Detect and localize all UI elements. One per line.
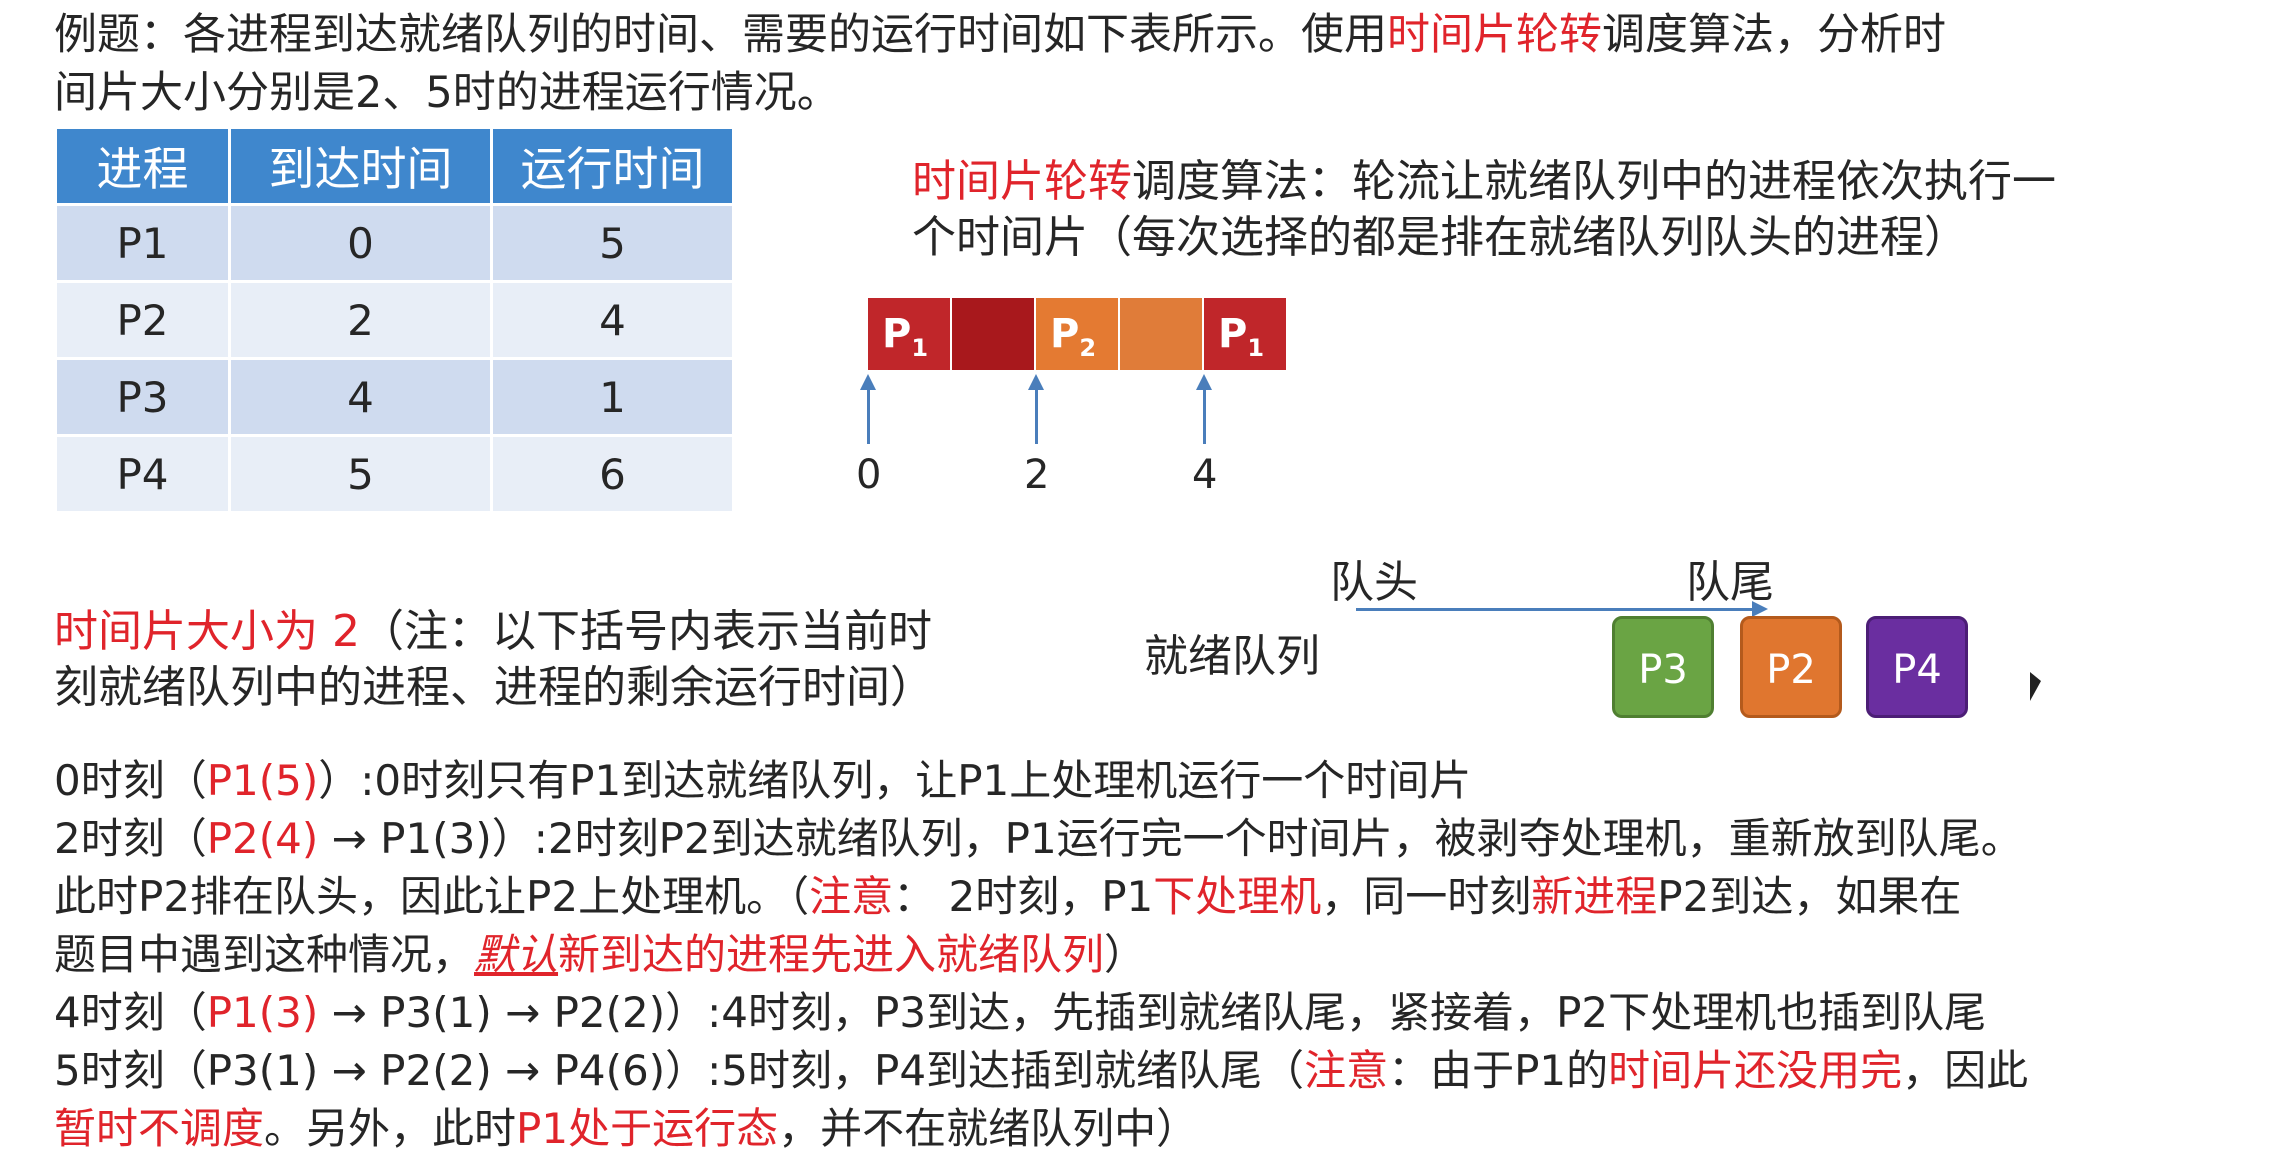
step-text: → P3(1) → P2(2)）:4时刻，P3到达，先插到就绪队尾，紧接着，P2… xyxy=(318,988,1987,1037)
queue-tail-label: 队尾 xyxy=(1686,557,1774,608)
gantt-segment: P1 xyxy=(1204,298,1288,370)
gantt-segment-subscript: 1 xyxy=(1247,334,1265,362)
cell-process: P1 xyxy=(54,203,231,283)
time-tick-label: 4 xyxy=(1192,452,1218,498)
intro-highlight: 时间片轮转 xyxy=(1387,10,1602,60)
step-note-red: 新进程 xyxy=(1531,872,1658,921)
time-arrow-icon xyxy=(1196,374,1212,444)
step-text: → P1(3)）:2时刻P2到达就绪队列，P1运行完一个时间片，被剥夺处理机，重… xyxy=(318,814,2023,863)
gantt-segment xyxy=(952,298,1036,370)
slice-note-line-2: 刻就绪队列中的进程、进程的剩余运行时间） xyxy=(54,662,934,713)
algorithm-description-line-1: 时间片轮转调度算法：轮流让就绪队列中的进程依次执行一 xyxy=(912,154,2056,210)
gantt-segment: P1 xyxy=(868,298,952,370)
gantt-segment-subscript: 1 xyxy=(911,334,929,362)
cell-runtime: 4 xyxy=(490,280,735,360)
gantt-segment-label: P xyxy=(882,311,912,357)
queue-item-p4: P4 xyxy=(1866,616,1968,718)
step-text: 题目中遇到这种情况， xyxy=(54,930,475,979)
step-time-2: 2时刻（P2(4) → P1(3)）:2时刻P2到达就绪队列，P1运行完一个时间… xyxy=(54,810,2023,868)
time-arrow-icon xyxy=(1028,374,1044,444)
table-row: P3 4 1 xyxy=(54,357,735,437)
step-time-4: 4时刻（P1(3) → P3(1) → P2(2)）:4时刻，P3到达，先插到就… xyxy=(54,984,1986,1042)
gantt-segment-subscript: 2 xyxy=(1079,334,1097,362)
note-text: （注：以下括号内表示当前时 xyxy=(359,606,932,657)
step-text: 。另外，此时 xyxy=(264,1104,517,1153)
time-tick-label: 0 xyxy=(856,452,882,498)
gantt-segment: P2 xyxy=(1036,298,1120,370)
queue-head-label: 队头 xyxy=(1330,557,1418,608)
step-time-2-cont: 此时P2排在队头，因此让P2上处理机。（注意： 2时刻，P1下处理机，同一时刻新… xyxy=(54,868,1961,926)
cell-runtime: 6 xyxy=(490,434,735,514)
step-text: P2到达，如果在 xyxy=(1657,872,1962,921)
step-note-red: 注意 xyxy=(809,872,894,921)
step-time-0: 0时刻（P1(5)）:0时刻只有P1到达就绪队列，让P1上处理机运行一个时间片 xyxy=(54,752,1471,810)
cell-process: P4 xyxy=(54,434,231,514)
description-text: 调度算法：轮流让就绪队列中的进程依次执行一 xyxy=(1132,156,2056,207)
queue-item-label: P4 xyxy=(1892,647,1942,693)
step-note-red: 默认 xyxy=(474,930,559,979)
cell-runtime: 1 xyxy=(490,357,735,437)
step-text: 此时P2排在队头，因此让P2上处理机。（ xyxy=(54,872,810,921)
step-note-red: 新到达的进程先进入就绪队列 xyxy=(558,930,1105,979)
cell-arrival: 0 xyxy=(228,203,493,283)
step-queue-red: P1(3) xyxy=(206,988,319,1037)
cell-runtime: 5 xyxy=(490,203,735,283)
step-time-2-rule: 题目中遇到这种情况，默认新到达的进程先进入就绪队列） xyxy=(54,926,1146,984)
step-text: ）:0时刻只有P1到达就绪队列，让P1上处理机运行一个时间片 xyxy=(318,756,1472,805)
table-header-row: 进程 到达时间 运行时间 xyxy=(54,126,735,206)
step-text: 2时刻（ xyxy=(54,814,207,863)
time-tick-label: 2 xyxy=(1024,452,1050,498)
algorithm-name: 时间片轮转 xyxy=(912,156,1132,207)
header-process: 进程 xyxy=(54,126,231,206)
step-text: ，同一时刻 xyxy=(1321,872,1532,921)
cell-arrival: 5 xyxy=(228,434,493,514)
step-text: 0时刻（ xyxy=(54,756,207,805)
cell-arrival: 2 xyxy=(228,280,493,360)
queue-direction-arrow xyxy=(1356,601,1768,617)
cell-arrival: 4 xyxy=(228,357,493,437)
gantt-segment xyxy=(1120,298,1204,370)
gantt-segment-label: P xyxy=(1050,311,1080,357)
step-text: ，因此 xyxy=(1902,1046,2029,1095)
step-text: ：由于P1的 xyxy=(1388,1046,1609,1095)
step-text: ） xyxy=(1104,930,1147,979)
mouse-cursor-icon xyxy=(2030,672,2041,701)
ready-queue-label: 就绪队列 xyxy=(1144,631,1320,682)
step-note-red: 时间片还没用完 xyxy=(1608,1046,1903,1095)
time-arrow-icon xyxy=(860,374,876,444)
intro-line-2: 间片大小分别是2、5时的进程运行情况。 xyxy=(54,68,840,118)
table-row: P1 0 5 xyxy=(54,203,735,283)
step-text: 5时刻（P3(1) → P2(2) → P4(6)）:5时刻，P4到达插到就绪队… xyxy=(54,1046,1305,1095)
table-row: P2 2 4 xyxy=(54,280,735,360)
cell-process: P2 xyxy=(54,280,231,360)
slice-size: 时间片大小为 2 xyxy=(54,606,360,657)
step-text: ： 2时刻，P1 xyxy=(893,872,1154,921)
algorithm-description-line-2: 个时间片（每次选择的都是排在就绪队列队头的进程） xyxy=(912,212,1968,263)
slice-note-line-1: 时间片大小为 2（注：以下括号内表示当前时 xyxy=(54,604,932,660)
queue-item-p2: P2 xyxy=(1740,616,1842,718)
step-time-5-cont: 暂时不调度。另外，此时P1处于运行态，并不在就绪队列中） xyxy=(54,1100,1198,1158)
process-table: 进程 到达时间 运行时间 P1 0 5 P2 2 4 P3 4 1 P4 5 6 xyxy=(54,126,735,514)
queue-item-label: P2 xyxy=(1766,647,1816,693)
cell-process: P3 xyxy=(54,357,231,437)
queue-item-p3: P3 xyxy=(1612,616,1714,718)
step-note-red: 注意 xyxy=(1304,1046,1389,1095)
step-note-red: 下处理机 xyxy=(1153,872,1322,921)
queue-item-label: P3 xyxy=(1638,647,1688,693)
intro-line-1: 例题：各进程到达就绪队列的时间、需要的运行时间如下表所示。使用时间片轮转调度算法… xyxy=(54,6,1946,64)
step-text: ，并不在就绪队列中） xyxy=(778,1104,1199,1153)
step-queue-red: P2(4) xyxy=(206,814,319,863)
step-note-red: P1处于运行态 xyxy=(516,1104,779,1153)
table-row: P4 5 6 xyxy=(54,434,735,514)
intro-text: 调度算法，分析时 xyxy=(1602,10,1946,60)
step-text: 4时刻（ xyxy=(54,988,207,1037)
step-note-red: 暂时不调度 xyxy=(54,1104,265,1153)
header-arrival: 到达时间 xyxy=(228,126,493,206)
step-time-5: 5时刻（P3(1) → P2(2) → P4(6)）:5时刻，P4到达插到就绪队… xyxy=(54,1042,2028,1100)
step-queue-red: P1(5) xyxy=(206,756,319,805)
header-runtime: 运行时间 xyxy=(490,126,735,206)
intro-text: 例题：各进程到达就绪队列的时间、需要的运行时间如下表所示。使用 xyxy=(54,10,1387,60)
gantt-segment-label: P xyxy=(1218,311,1248,357)
